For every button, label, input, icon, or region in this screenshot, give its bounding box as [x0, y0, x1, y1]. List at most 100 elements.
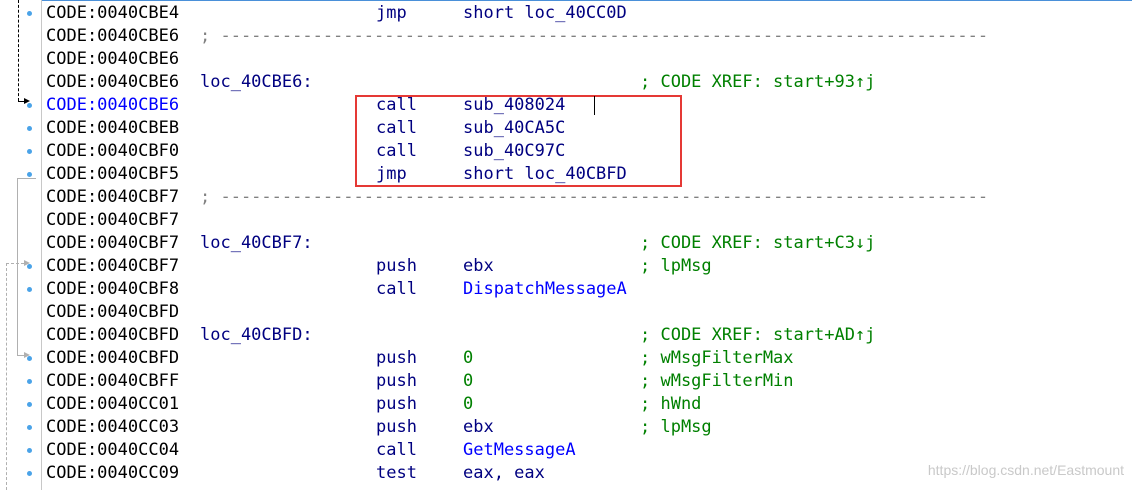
gutter-border	[41, 0, 42, 490]
operand[interactable]: ebx	[463, 256, 494, 276]
address: CODE:0040CBE6	[46, 95, 180, 115]
comment: ; wMsgFilterMin	[640, 371, 794, 391]
comment: ; lpMsg	[640, 417, 712, 437]
mnemonic: call	[376, 440, 417, 460]
arrow-head-icon	[24, 260, 30, 266]
address: CODE:0040CBEB	[46, 118, 180, 138]
mnemonic: push	[376, 256, 417, 276]
separator: ; --------------------------------------…	[200, 26, 989, 46]
listing-row[interactable]: CODE:0040CBE6 call sub_408024	[46, 94, 1132, 117]
listing-row[interactable]: CODE:0040CBFF push 0 ; wMsgFilterMin	[46, 370, 1132, 393]
listing-row[interactable]: CODE:0040CBEB call sub_40CA5C	[46, 117, 1132, 140]
listing-row[interactable]: CODE:0040CBF7	[46, 209, 1132, 232]
operand[interactable]: 0	[463, 348, 474, 368]
breakpoint-dot-icon[interactable]	[27, 126, 32, 131]
address: CODE:0040CBE4	[46, 3, 180, 23]
arrow-head-icon	[24, 352, 30, 358]
address: CODE:0040CBFD	[46, 325, 180, 345]
listing-row[interactable]: CODE:0040CBE6 loc_40CBE6: ; CODE XREF: sta…	[46, 71, 1132, 94]
listing-row[interactable]: CODE:0040CBE4 jmp short loc_40CC0D	[46, 2, 1132, 25]
mnemonic: push	[376, 371, 417, 391]
mnemonic: call	[376, 118, 417, 138]
code-label[interactable]: loc_40CBE6:	[200, 72, 313, 92]
address: CODE:0040CBFD	[46, 348, 180, 368]
listing-row[interactable]: CODE:0040CBE6 ; -------------------------…	[46, 25, 1132, 48]
listing-row[interactable]: CODE:0040CBFD push 0 ; wMsgFilterMax	[46, 347, 1132, 370]
address: CODE:0040CBFD	[46, 302, 180, 322]
listing-row[interactable]: CODE:0040CC04 call GetMessageA	[46, 439, 1132, 462]
comment: ; CODE XREF: start+93↑j	[640, 72, 876, 92]
address: CODE:0040CC09	[46, 463, 180, 483]
text-caret	[594, 96, 595, 115]
breakpoint-dot-icon[interactable]	[27, 356, 32, 361]
listing-row[interactable]: CODE:0040CC03 push ebx ; lpMsg	[46, 416, 1132, 439]
listing-row[interactable]: CODE:0040CBE6	[46, 48, 1132, 71]
breakpoint-dot-icon[interactable]	[27, 402, 32, 407]
mnemonic: push	[376, 348, 417, 368]
address: CODE:0040CBF7	[46, 233, 180, 253]
comment: ; hWnd	[640, 394, 702, 414]
listing-row[interactable]: CODE:0040CC09 test eax, eax	[46, 462, 1132, 485]
operand[interactable]: GetMessageA	[463, 440, 576, 460]
address: CODE:0040CBE6	[46, 26, 180, 46]
mnemonic: push	[376, 417, 417, 437]
listing-row[interactable]: CODE:0040CC01 push 0 ; hWnd	[46, 393, 1132, 416]
flow-arrow-line	[18, 0, 19, 101]
operand[interactable]: 0	[463, 371, 474, 391]
breakpoint-dot-icon[interactable]	[27, 425, 32, 430]
mnemonic: jmp	[376, 164, 407, 184]
operand[interactable]: sub_40C97C	[463, 141, 566, 161]
operand[interactable]: sub_40CA5C	[463, 118, 566, 138]
breakpoint-dot-icon[interactable]	[27, 287, 32, 292]
address: CODE:0040CBE6	[46, 72, 180, 92]
mnemonic: push	[376, 394, 417, 414]
operand[interactable]: short loc_40CC0D	[463, 3, 627, 23]
listing-row[interactable]: CODE:0040CBF7 push ebx ; lpMsg	[46, 255, 1132, 278]
watermark: https://blog.csdn.net/Eastmount	[927, 462, 1124, 478]
operand[interactable]: ebx	[463, 417, 494, 437]
operand[interactable]: 0	[463, 394, 474, 414]
comment: ; wMsgFilterMax	[640, 348, 794, 368]
mnemonic: call	[376, 95, 417, 115]
breakpoint-dot-icon[interactable]	[27, 149, 32, 154]
address: CODE:0040CC04	[46, 440, 180, 460]
mnemonic: test	[376, 463, 417, 483]
address: CODE:0040CBF7	[46, 256, 180, 276]
code-label[interactable]: loc_40CBFD:	[200, 325, 313, 345]
breakpoint-dot-icon[interactable]	[27, 379, 32, 384]
breakpoint-dot-icon[interactable]	[27, 471, 32, 476]
separator: ; --------------------------------------…	[200, 187, 989, 207]
operand[interactable]: DispatchMessageA	[463, 279, 627, 299]
code-label[interactable]: loc_40CBF7:	[200, 233, 313, 253]
listing-row[interactable]: CODE:0040CBF0 call sub_40C97C	[46, 140, 1132, 163]
mnemonic: jmp	[376, 3, 407, 23]
flow-arrow-line	[6, 263, 24, 264]
address: CODE:0040CC01	[46, 394, 180, 414]
listing-row[interactable]: CODE:0040CBF7 ; -------------------------…	[46, 186, 1132, 209]
arrow-head-icon	[24, 98, 30, 104]
breakpoint-dot-icon[interactable]	[27, 103, 32, 108]
operand[interactable]: short loc_40CBFD	[463, 164, 627, 184]
address: CODE:0040CBFF	[46, 371, 180, 391]
address: CODE:0040CC03	[46, 417, 180, 437]
address: CODE:0040CBF7	[46, 187, 180, 207]
current-line-indicator	[42, 0, 1132, 1]
breakpoint-dot-icon[interactable]	[27, 448, 32, 453]
flow-arrow-line	[17, 178, 18, 355]
breakpoint-dot-icon[interactable]	[27, 172, 32, 177]
comment: ; lpMsg	[640, 256, 712, 276]
address: CODE:0040CBF0	[46, 141, 180, 161]
operand[interactable]: eax, eax	[463, 463, 545, 483]
mnemonic: call	[376, 141, 417, 161]
flow-arrow-line	[17, 355, 24, 356]
listing-row[interactable]: CODE:0040CBFD	[46, 301, 1132, 324]
breakpoint-dot-icon[interactable]	[27, 11, 32, 16]
breakpoint-dot-icon[interactable]	[27, 264, 32, 269]
operand[interactable]: sub_408024	[463, 95, 566, 115]
highlight-box	[355, 95, 682, 187]
